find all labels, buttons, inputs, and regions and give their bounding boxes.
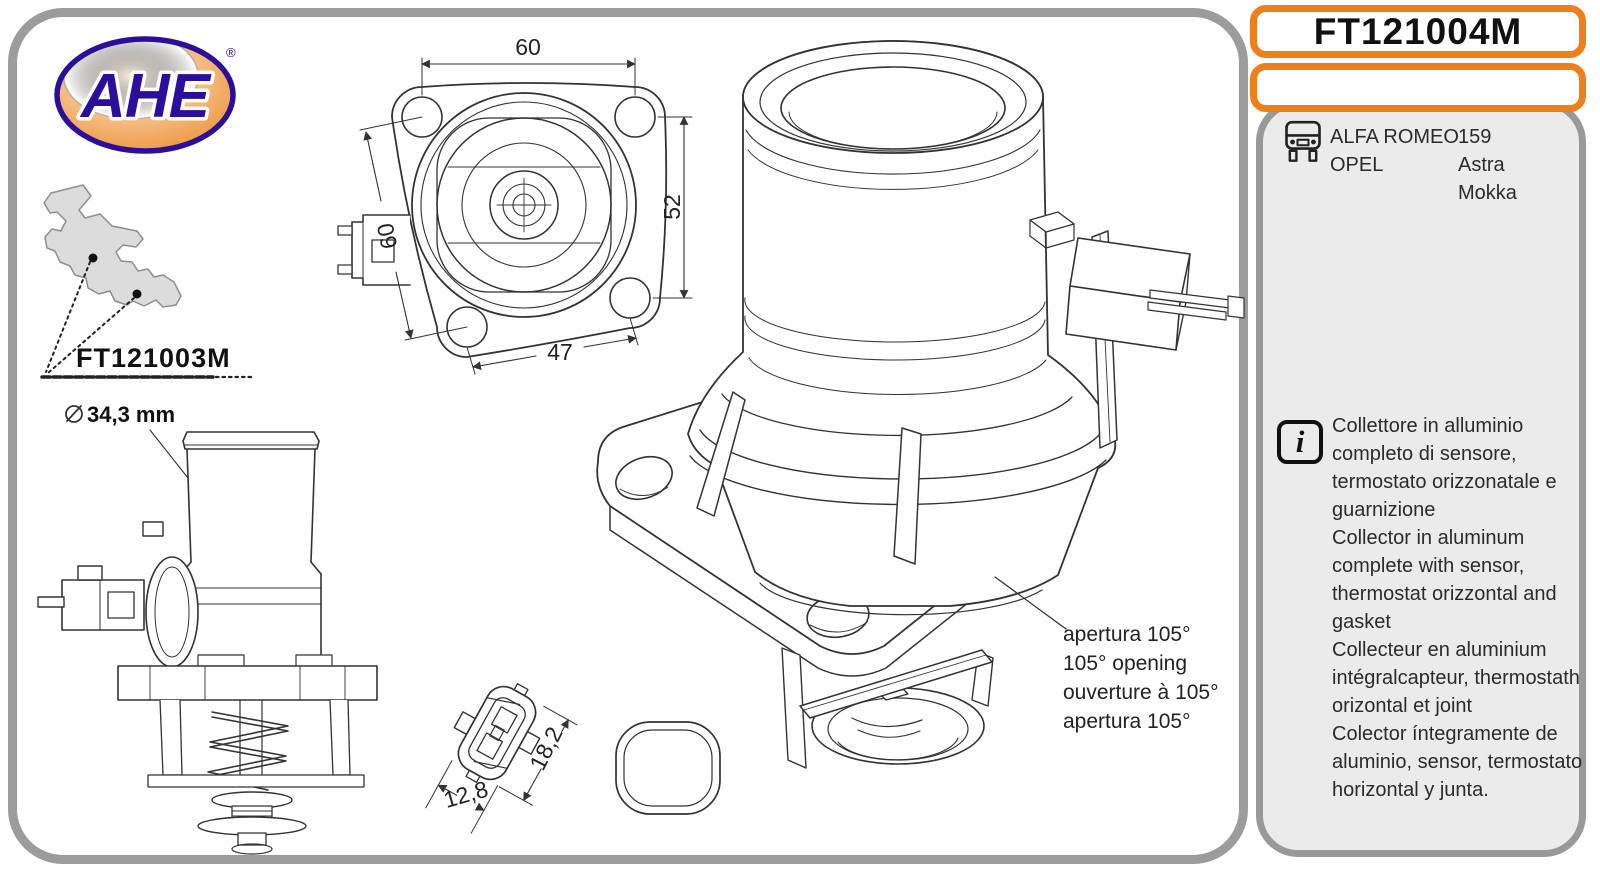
info-icon-glyph: i (1295, 424, 1305, 459)
opening-note-line: apertura 105° (1063, 623, 1191, 646)
description-italian: Collettore in alluminio completo di sens… (1332, 415, 1557, 521)
dimension-right-height: 52 (652, 116, 693, 299)
trademark-symbol: ® (226, 45, 236, 60)
reference-part-drawing: FT121003M (40, 184, 255, 379)
vehicle-maker: ALFA ROMEO (1330, 126, 1459, 148)
description-english: Collector in aluminum complete with sens… (1332, 527, 1557, 633)
connector-height-label: 18,2 (524, 723, 567, 775)
opening-leader-line (994, 576, 1067, 630)
svg-text:47: 47 (547, 339, 573, 365)
dimension-bottom-width: 47 (466, 317, 639, 375)
application-row: OPEL Astra (1330, 154, 1580, 182)
diameter-icon (65, 405, 83, 423)
gasket-drawing (615, 721, 721, 815)
vehicle-model: 159 (1458, 126, 1492, 148)
dimension-top-width: 60 (421, 34, 636, 96)
application-row: ALFA ROMEO 159 (1330, 126, 1580, 154)
dimension-left-diagonal: 60 (359, 116, 468, 341)
description-french: Collecteur en aluminium intégralcapteur,… (1332, 639, 1580, 717)
svg-text:34,3 mm: 34,3 mm (87, 402, 175, 427)
part-number: FT121004M (1313, 10, 1523, 52)
applications-panel (1256, 100, 1586, 857)
ahe-logo: AHE ® (54, 36, 236, 154)
svg-text:60: 60 (372, 221, 403, 251)
truck-icon (1285, 120, 1321, 162)
part-number-box: FT121004M (1250, 5, 1586, 58)
opening-notes: apertura 105° 105° opening ouverture à 1… (1063, 620, 1219, 736)
opening-note-line: apertura 105° (1063, 710, 1191, 733)
info-icon: i (1277, 420, 1323, 464)
secondary-code-box (1250, 63, 1586, 112)
diameter-label: 34,3 mm (65, 402, 189, 479)
connector-width-label: 12,8 (441, 776, 491, 813)
ahe-logo-text: AHE (79, 62, 212, 131)
product-description: Collettore in alluminio completo di sens… (1332, 412, 1584, 804)
side-view-drawing: 34,3 mm (37, 402, 378, 855)
top-view-drawing: 60 52 60 (337, 34, 693, 375)
connector-detail-drawing: 18,2 12,8 (425, 683, 578, 834)
vehicle-model: Astra (1458, 154, 1505, 176)
vehicle-model: Mokka (1458, 182, 1517, 204)
opening-note-line: ouverture à 105° (1063, 681, 1219, 704)
vehicle-maker: OPEL (1330, 154, 1384, 176)
main-3d-drawing (596, 40, 1245, 769)
description-spanish: Colector íntegramente de aluminio, senso… (1332, 723, 1583, 801)
svg-text:60: 60 (515, 34, 541, 60)
svg-text:52: 52 (659, 194, 685, 220)
application-row: Mokka (1330, 182, 1580, 210)
reference-part-code: FT121003M (76, 343, 231, 373)
opening-note-line: 105° opening (1063, 652, 1188, 675)
